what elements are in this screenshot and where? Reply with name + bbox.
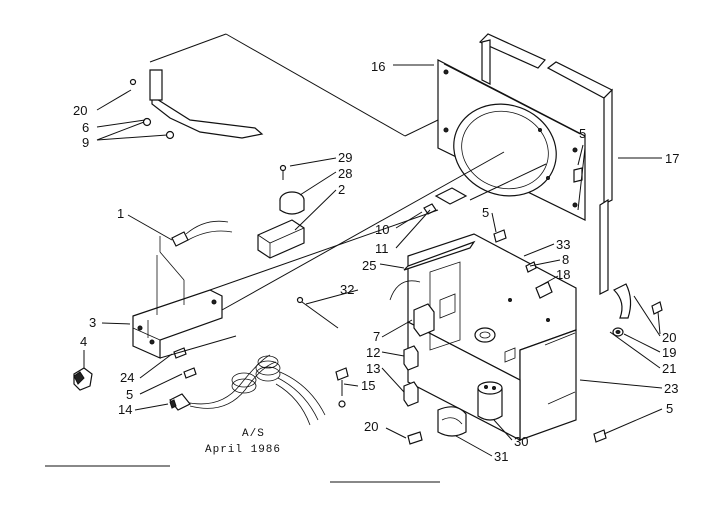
callout-33: 33	[556, 237, 570, 252]
callout-16: 16	[371, 59, 385, 74]
callout-19: 19	[662, 345, 676, 360]
tube-part	[403, 240, 476, 271]
screw-20-lower-part	[407, 431, 423, 445]
seal-strip-part	[478, 33, 614, 295]
callout-28: 28	[338, 166, 352, 181]
orifice-panel-part	[437, 59, 586, 221]
pin-32-part	[296, 296, 339, 329]
control-switch-part	[257, 164, 305, 259]
callout-3: 3	[89, 315, 96, 330]
callout-13: 13	[366, 361, 380, 376]
callout-17: 17	[665, 151, 679, 166]
callout-4: 4	[80, 334, 87, 349]
callout-15: 15	[361, 378, 375, 393]
callout-5: 5	[666, 401, 673, 416]
callout-2: 2	[338, 182, 345, 197]
control-bracket-part	[132, 255, 223, 359]
relay-part	[389, 280, 435, 407]
callout-labels: 16 17 5 20 6 9 29 28 2 1 10 11 5 33 8 18…	[73, 59, 679, 464]
callout-21: 21	[662, 361, 676, 376]
top-bracket-part	[129, 69, 264, 140]
callout-5: 5	[126, 387, 133, 402]
washer-part	[612, 327, 624, 337]
callout-11: 11	[375, 241, 389, 256]
callout-20: 20	[73, 103, 87, 118]
callout-10: 10	[375, 222, 389, 237]
callout-18: 18	[556, 267, 570, 282]
callout-20: 20	[662, 330, 676, 345]
callout-8: 8	[562, 252, 569, 267]
assembly-lines	[149, 33, 586, 359]
callout-9: 9	[82, 135, 89, 150]
callout-24: 24	[120, 370, 134, 385]
callout-31: 31	[494, 449, 508, 464]
callout-1: 1	[117, 206, 124, 221]
screw-15-part	[335, 367, 349, 408]
callout-32: 32	[340, 282, 354, 297]
small-screws-part	[173, 347, 197, 379]
plug-lead-part	[171, 220, 233, 247]
shield-part	[612, 283, 632, 319]
note-line-2: April 1986	[205, 444, 281, 456]
callout-7: 7	[373, 329, 380, 344]
knob-part	[73, 367, 93, 391]
callout-25: 25	[362, 258, 376, 273]
page-marks	[45, 465, 440, 483]
note-line-1: A/S	[242, 428, 265, 440]
capacitor-bracket-part	[437, 406, 467, 437]
callout-12: 12	[366, 345, 380, 360]
callout-29: 29	[338, 150, 352, 165]
pin-10-11-part	[423, 187, 468, 215]
callout-6: 6	[82, 120, 89, 135]
power-cord-part	[169, 354, 326, 426]
callout-5: 5	[579, 126, 586, 141]
callout-30: 30	[514, 434, 528, 449]
callout-23: 23	[664, 381, 678, 396]
callout-20: 20	[364, 419, 378, 434]
callout-14: 14	[118, 402, 132, 417]
leader-lines	[83, 64, 663, 457]
callout-5: 5	[482, 205, 489, 220]
revision-note: A/S April 1986	[205, 428, 281, 456]
capacitor-part	[477, 381, 503, 421]
